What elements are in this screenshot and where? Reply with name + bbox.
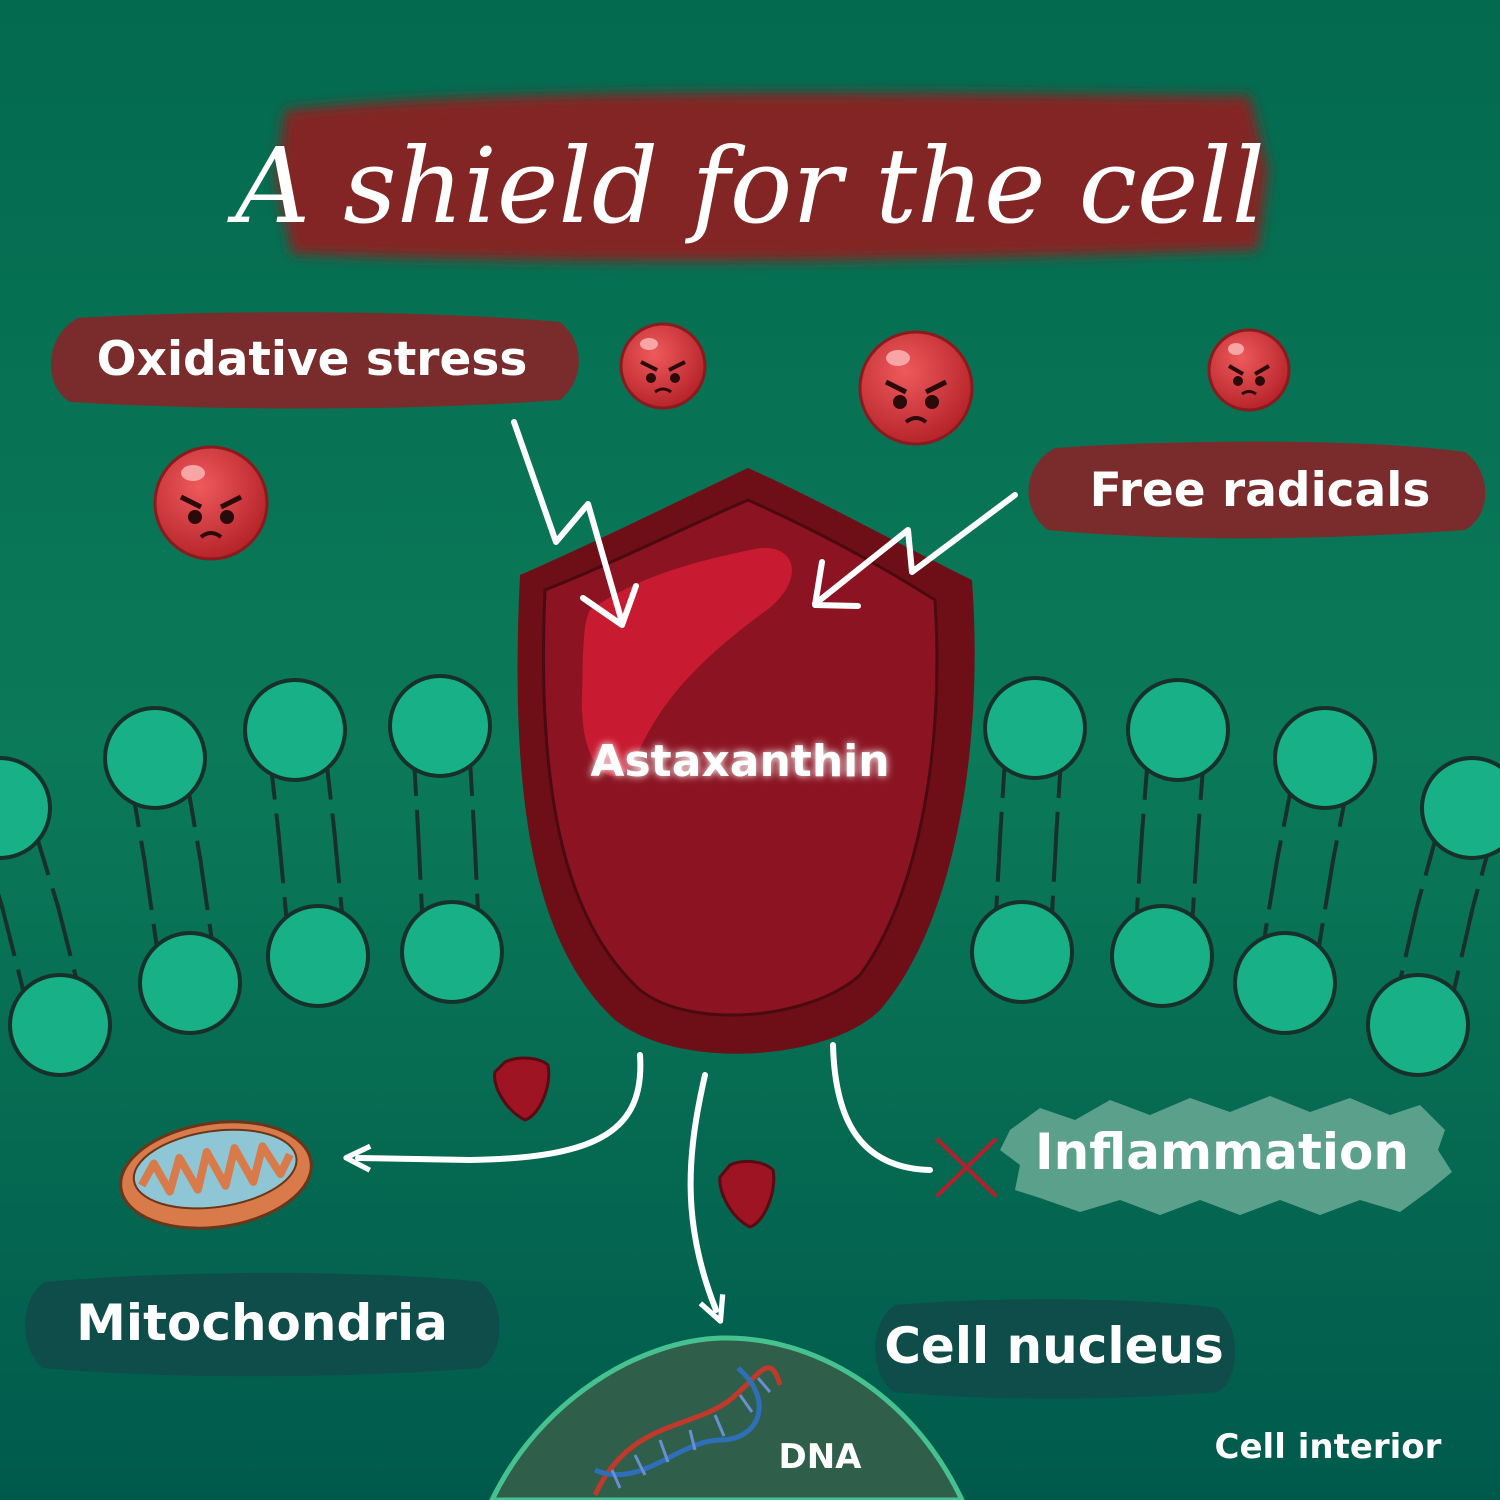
free-radicals-label: Free radicals — [1028, 441, 1486, 539]
angry-radical-icon — [153, 445, 269, 561]
lipid-head — [1420, 756, 1500, 860]
lipid-molecule — [0, 756, 112, 1077]
dna-helix-icon — [592, 1365, 783, 1497]
dna-text: DNA — [779, 1437, 863, 1477]
mitochondria-label: Mitochondria — [25, 1272, 500, 1377]
lipid-molecule — [1233, 706, 1377, 1035]
lipid-head — [243, 678, 347, 782]
lipid-head — [970, 900, 1074, 1004]
lipid-molecule — [103, 706, 242, 1035]
lipid-head — [1273, 706, 1377, 810]
lipid-molecule — [970, 676, 1087, 1004]
cross-icon — [936, 1138, 997, 1197]
mitochondria-icon — [119, 1120, 313, 1230]
arrow-to-inflammation — [830, 1042, 933, 1173]
angry-radical-icon — [619, 322, 707, 410]
lipid-head — [983, 676, 1087, 780]
angry-radical-icon — [858, 330, 974, 446]
cell-membrane — [0, 674, 1500, 1077]
oxidative-stress-arrow — [511, 419, 639, 628]
arrow-to-nucleus — [687, 1072, 726, 1324]
lipid-head — [388, 674, 492, 778]
arrow-to-mitochondria — [343, 1052, 644, 1173]
lipid-head — [0, 756, 52, 860]
lipid-head — [1366, 973, 1470, 1077]
cell-interior-text: Cell interior — [1215, 1427, 1442, 1467]
lipid-head — [1126, 678, 1230, 782]
free-radicals-arrow — [812, 492, 1018, 609]
astaxanthin-droplet — [718, 1159, 776, 1229]
oxidative-stress-text: Oxidative stress — [97, 332, 528, 387]
free-radicals-text: Free radicals — [1090, 463, 1431, 518]
oxidative-stress-label: Oxidative stress — [50, 312, 579, 409]
lipid-head — [8, 973, 112, 1077]
lipid-molecule — [1366, 756, 1500, 1077]
mitochondria-text: Mitochondria — [76, 1294, 448, 1352]
astaxanthin-droplet — [493, 1056, 551, 1122]
inflammation-text: Inflammation — [1035, 1123, 1409, 1181]
lipid-molecule — [388, 674, 504, 1004]
cell-nucleus — [489, 1335, 965, 1500]
lipid-head — [1233, 931, 1337, 1035]
lipid-head — [103, 706, 207, 810]
angry-radical-icon — [1207, 328, 1291, 412]
lipid-head — [1110, 904, 1214, 1008]
cell-nucleus-label: Cell nucleus — [875, 1299, 1236, 1399]
lipid-molecule — [1110, 678, 1230, 1008]
lipid-head — [266, 904, 370, 1008]
page-title: A shield for the cell — [227, 125, 1265, 247]
cell-nucleus-text: Cell nucleus — [884, 1317, 1224, 1375]
title-banner: A shield for the cell — [227, 92, 1268, 262]
lipid-head — [400, 900, 504, 1004]
shield-icon: Astaxanthin — [517, 468, 975, 1054]
astaxanthin-text: Astaxanthin — [590, 736, 889, 787]
inflammation-badge: Inflammation — [1000, 1096, 1452, 1215]
lipid-molecule — [243, 678, 370, 1008]
lipid-head — [138, 931, 242, 1035]
